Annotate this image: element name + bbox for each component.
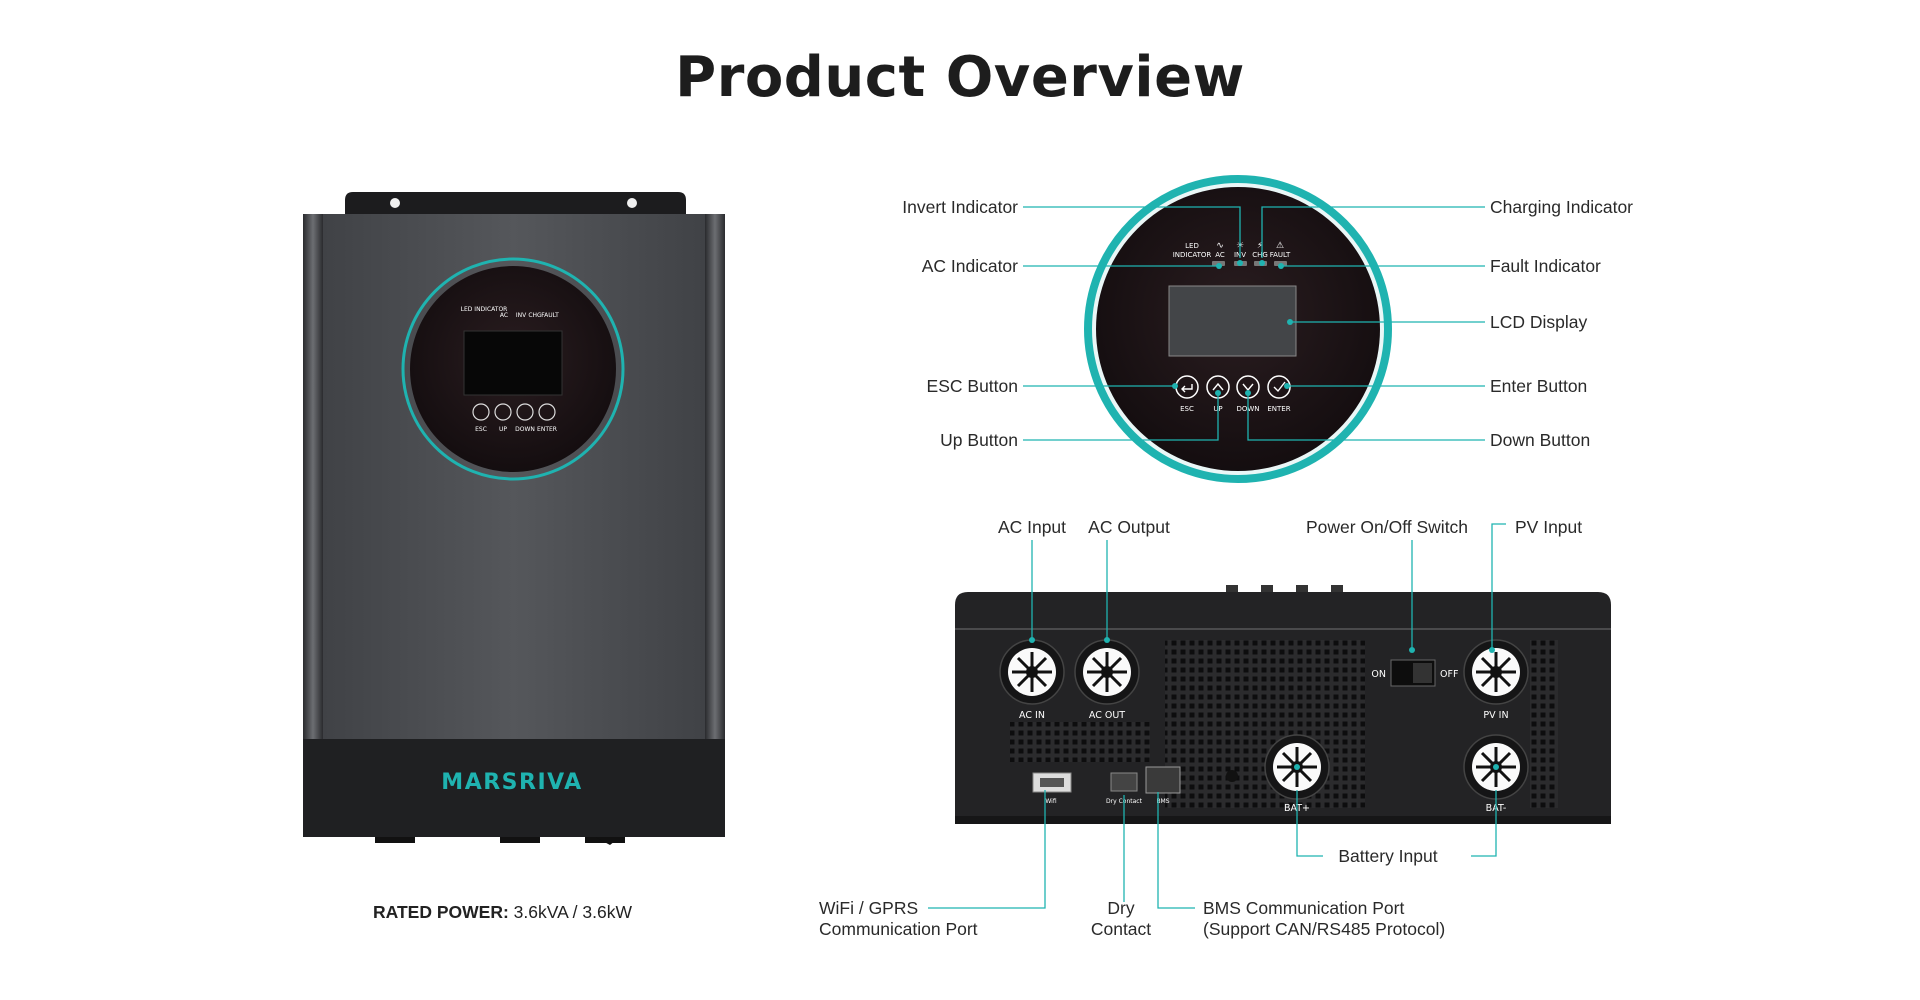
off-label: OFF — [1440, 669, 1458, 680]
top-terminal — [1331, 585, 1343, 592]
inverter-rear: ON OFF AC IN AC OUT PV IN BAT+ BAT- Wifi… — [819, 517, 1611, 939]
top-terminal — [1226, 585, 1238, 592]
dry-contact-port[interactable] — [1110, 772, 1138, 792]
charging-indicator-callout: Charging Indicator — [1490, 197, 1633, 217]
closeup-chg: CHG — [1252, 251, 1268, 259]
grounding-screw — [1226, 770, 1238, 782]
bms-callout-line2: (Support CAN/RS485 Protocol) — [1203, 919, 1445, 939]
vent-grille-center — [1165, 640, 1365, 808]
down-label: DOWN — [515, 426, 535, 433]
inv-led-label: INV — [516, 312, 527, 319]
ac-in-marking: AC IN — [1019, 710, 1045, 721]
led-indicator-label: LED INDICATOR — [461, 306, 508, 313]
mount-hole — [390, 198, 400, 208]
closeup-esc-label: ESC — [1180, 405, 1194, 413]
closeup-enter-button[interactable] — [1267, 375, 1291, 399]
ac-wave-icon: ∿ — [1216, 241, 1224, 251]
pv-in-marking: PV IN — [1483, 710, 1508, 721]
ac-out-marking: AC OUT — [1089, 710, 1125, 721]
top-terminal — [1296, 585, 1308, 592]
rear-callout-dots — [1029, 637, 1499, 770]
mount-hole — [627, 198, 637, 208]
ac-input-callout: AC Input — [998, 517, 1066, 537]
bms-port[interactable] — [1145, 766, 1181, 794]
up-label: UP — [499, 426, 507, 433]
closeup-ac: AC — [1215, 251, 1225, 259]
rated-power-label: RATED POWER: — [373, 902, 509, 922]
rated-power: RATED POWER: 3.6kVA / 3.6kW — [373, 902, 632, 923]
side-rail-left — [303, 214, 323, 739]
front-buttons: ESC UP DOWN ENTER — [472, 403, 557, 433]
panel-callout-dots — [1172, 260, 1293, 396]
enter-button-callout: Enter Button — [1490, 376, 1587, 396]
up-button[interactable] — [494, 403, 512, 421]
battery-input-callout: Battery Input — [1338, 846, 1437, 866]
page-title: Product Overview — [675, 45, 1245, 110]
lcd-screen — [463, 330, 563, 396]
wifi-marking: Wifi — [1045, 798, 1056, 805]
vent-grille-right — [1530, 640, 1558, 808]
enter-label: ENTER — [537, 426, 557, 433]
check-icon — [1273, 381, 1286, 393]
ac-indicator-callout: AC Indicator — [922, 256, 1018, 276]
side-rail-right — [705, 214, 725, 739]
foot — [500, 837, 540, 843]
bms-marking: BMS — [1156, 798, 1169, 805]
pv-in-port — [1463, 639, 1529, 705]
rear-callout-lines — [928, 523, 1506, 909]
dry-contact-callout-line1: Dry — [1107, 898, 1134, 918]
down-button[interactable] — [516, 403, 534, 421]
pv-input-callout: PV Input — [1515, 517, 1582, 537]
rated-power-value: 3.6kVA / 3.6kW — [513, 902, 632, 922]
ac-in-port — [999, 639, 1065, 705]
esc-button[interactable] — [472, 403, 490, 421]
lcd-display-callout: LCD Display — [1490, 312, 1587, 332]
fault-led-label: FAULT — [541, 312, 559, 319]
closeup-indicator-word: INDICATOR — [1173, 251, 1212, 259]
inverter-base — [303, 739, 725, 837]
on-label: ON — [1371, 669, 1386, 680]
foot — [375, 837, 415, 843]
brand-logo: MARSRIVA — [441, 770, 582, 795]
dry-contact-callout-line2: Contact — [1091, 919, 1151, 939]
usb-slot — [1040, 778, 1064, 787]
closeup-enter-label: ENTER — [1267, 405, 1290, 413]
power-switch-callout: Power On/Off Switch — [1306, 517, 1468, 537]
closeup-led-indicator: LED — [1185, 242, 1199, 250]
invert-indicator-callout: Invert Indicator — [902, 197, 1018, 217]
panel-ring — [401, 257, 625, 481]
chg-led-label: CHG — [528, 312, 542, 319]
ac-out-port — [1074, 639, 1140, 705]
rear-base — [955, 816, 1611, 824]
wifi-callout-line1: WiFi / GPRS — [819, 898, 918, 918]
lightning-icon: ⚡ — [1257, 241, 1263, 251]
ac-output-callout: AC Output — [1088, 517, 1170, 537]
mounting-bracket — [345, 192, 686, 215]
bms-callout-line1: BMS Communication Port — [1203, 898, 1404, 918]
esc-button-callout: ESC Button — [927, 376, 1018, 396]
inverter-front: MARSRIVA LED INDICATOR AC INV CHG FAULT … — [303, 192, 725, 845]
top-terminal — [1261, 585, 1273, 592]
closeup-fault: FAULT — [1270, 251, 1291, 259]
enter-button[interactable] — [538, 403, 556, 421]
cable-notch — [595, 837, 620, 845]
ac-led-label: AC — [500, 312, 508, 319]
chevron-up-icon — [1212, 382, 1224, 391]
esc-label: ESC — [475, 426, 487, 433]
vent-grille-lower — [1010, 722, 1150, 762]
power-switch-rocker — [1413, 663, 1432, 683]
panel-callout-lines — [1023, 206, 1485, 441]
wifi-callout-line2: Communication Port — [819, 919, 978, 939]
warning-icon: ⚠ — [1276, 241, 1284, 251]
closeup-lcd — [1168, 285, 1297, 357]
rear-seam — [955, 628, 1611, 630]
return-icon — [1181, 384, 1193, 393]
down-button-callout: Down Button — [1490, 430, 1590, 450]
up-button-callout: Up Button — [940, 430, 1018, 450]
fault-indicator-callout: Fault Indicator — [1490, 256, 1601, 276]
panel-closeup: LED INDICATOR AC INV CHG FAULT ∿ ☀ ⚡ ⚠ E… — [902, 175, 1633, 483]
